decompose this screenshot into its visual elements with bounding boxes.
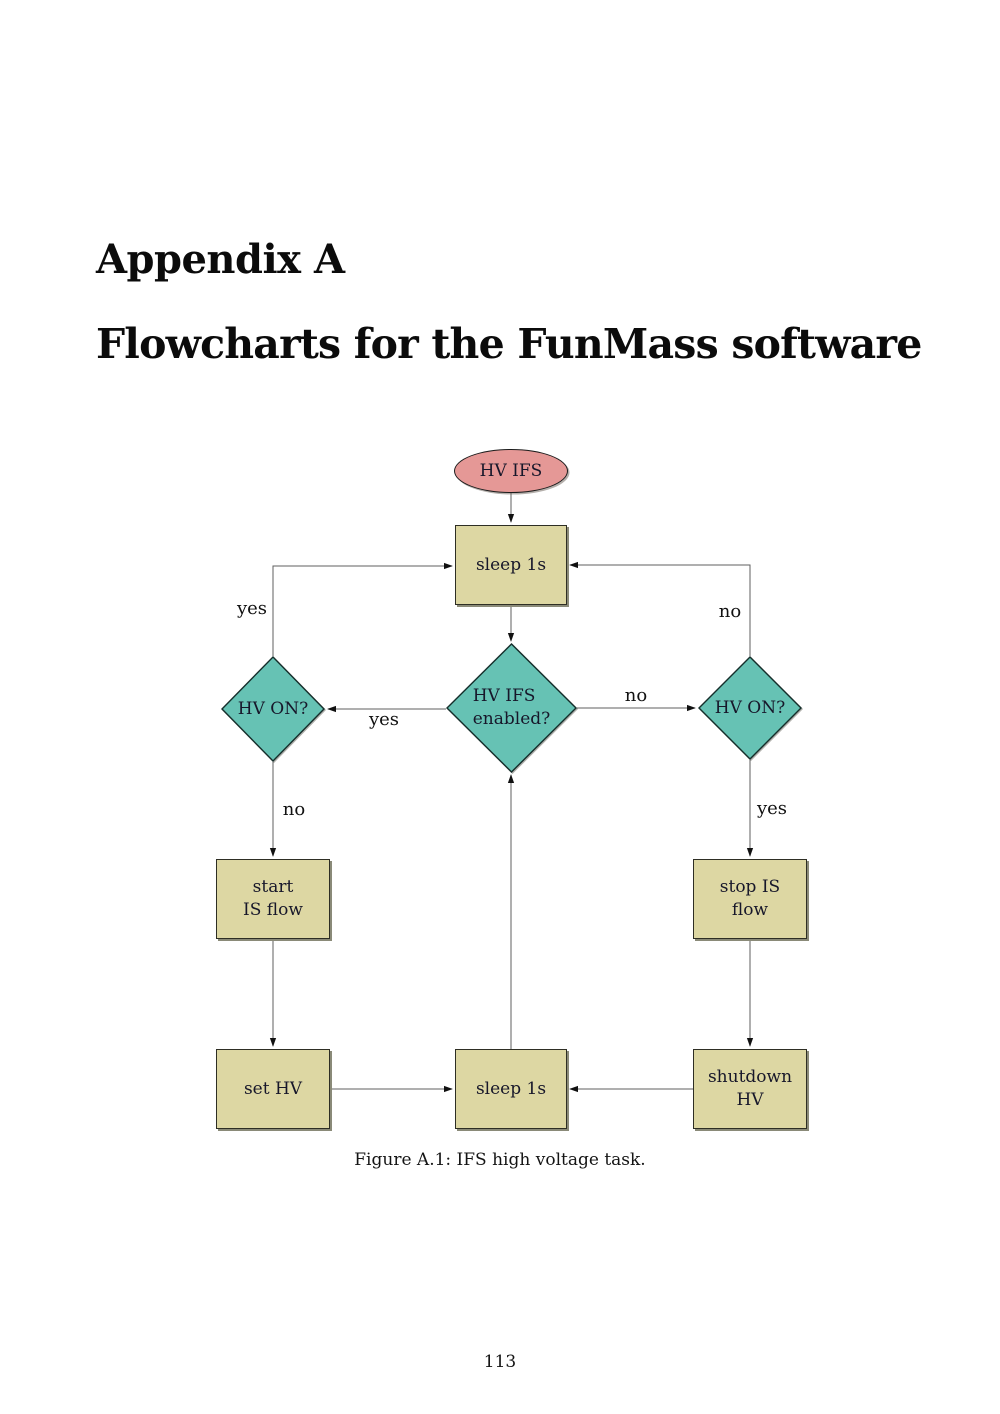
node-sleep-top: sleep 1s (455, 525, 567, 605)
edge-label-left-down-no: no (282, 799, 306, 820)
node-decision-hv-on-left: HV ON? (221, 656, 325, 762)
node-stop-is-flow: stop IS flow (693, 859, 807, 939)
node-sleep-bottom: sleep 1s (455, 1049, 567, 1129)
node-decision-hv-on-left-label: HV ON? (237, 698, 309, 719)
node-sleep-bottom-label: sleep 1s (475, 1078, 547, 1099)
edge-label-right-return-no: no (718, 601, 742, 622)
node-decision-hv-ifs-enabled: HV IFS enabled? (446, 643, 577, 773)
page-number: 113 (483, 1352, 517, 1372)
edge-label-center-to-left-yes: yes (368, 709, 400, 730)
node-decision-hv-ifs-enabled-label: HV IFS enabled? (472, 686, 551, 729)
node-start-terminal-label: HV IFS (479, 460, 543, 481)
node-start-terminal: HV IFS (454, 449, 568, 493)
edge-label-center-to-right-no: no (624, 685, 648, 706)
figure-caption: Figure A.1: IFS high voltage task. (354, 1150, 646, 1170)
node-shutdown-hv-label: shutdown HV (707, 1067, 793, 1110)
node-stop-is-flow-label: stop IS flow (719, 877, 781, 920)
chapter-heading: Flowcharts for the FunMass software (96, 320, 922, 368)
node-shutdown-hv: shutdown HV (693, 1049, 807, 1129)
node-decision-hv-on-right: HV ON? (698, 656, 802, 760)
node-set-hv: set HV (216, 1049, 330, 1129)
node-sleep-top-label: sleep 1s (475, 554, 547, 575)
edge-label-left-return-yes: yes (236, 598, 268, 619)
node-start-is-flow: start IS flow (216, 859, 330, 939)
appendix-heading: Appendix A (96, 236, 345, 283)
node-start-is-flow-label: start IS flow (243, 877, 303, 920)
node-set-hv-label: set HV (243, 1078, 303, 1099)
node-decision-hv-on-right-label: HV ON? (714, 697, 786, 718)
edge-label-right-down-yes: yes (756, 798, 788, 819)
